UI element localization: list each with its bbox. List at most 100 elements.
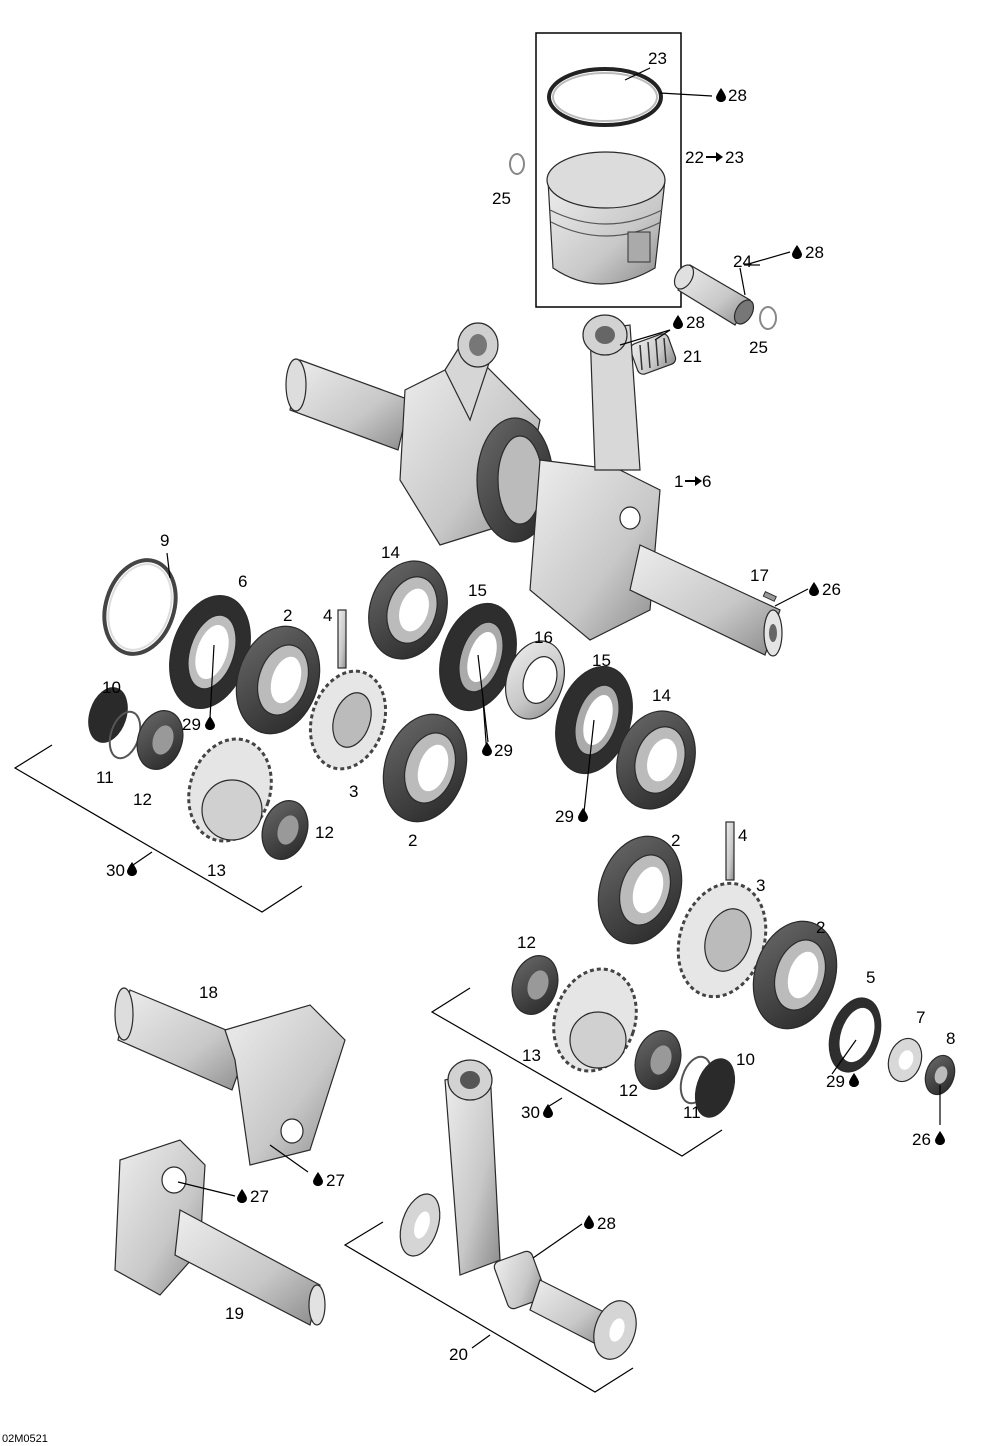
woodruff-key[interactable]: [762, 590, 777, 602]
callout-8: 8: [946, 1029, 955, 1048]
callout-10-b: 10: [736, 1050, 755, 1069]
callout-11-a: 11: [96, 768, 114, 787]
callout-6-range: 6: [702, 472, 711, 491]
callout-23: 23: [648, 49, 667, 68]
callout-15-b: 15: [592, 651, 611, 670]
retaining-ring-left[interactable]: [93, 551, 187, 663]
callout-20: 20: [449, 1345, 468, 1364]
oil-drop-icon: [935, 1131, 945, 1145]
piston-pin[interactable]: [671, 262, 758, 328]
needle-bearing-small-end[interactable]: [629, 332, 678, 376]
ball-bearing-2-right-b[interactable]: [740, 910, 850, 1039]
circlip-upper[interactable]: [509, 153, 525, 175]
callout-13-a: 13: [207, 861, 226, 880]
callout-2-a: 2: [283, 606, 292, 625]
oil-drop-icon: [313, 1172, 323, 1186]
gear-3-upper[interactable]: [298, 661, 397, 778]
dowel-pin-4-upper[interactable]: [337, 609, 347, 669]
crankshaft-assembly[interactable]: [285, 314, 783, 657]
callout-12-d: 12: [619, 1081, 638, 1100]
callout-16: 16: [534, 628, 553, 647]
callout-14-a: 14: [381, 543, 400, 562]
bearing-12-b[interactable]: [255, 795, 315, 866]
callout-18: 18: [199, 983, 218, 1002]
callout-10-a: 10: [102, 678, 121, 697]
callout-6: 6: [238, 572, 247, 591]
helical-gear-16[interactable]: [496, 633, 574, 726]
leader-lines: [132, 67, 941, 1349]
oil-drop-icon: [849, 1073, 859, 1087]
bearing-14-left[interactable]: [356, 551, 459, 670]
callout-2-b: 2: [408, 831, 417, 850]
callout-13-b: 13: [522, 1046, 541, 1065]
ball-bearing-2-upper[interactable]: [223, 615, 333, 744]
bracket-20: [343, 1221, 634, 1393]
bearing-12-a[interactable]: [130, 705, 190, 776]
callout-labels: 23 28 22 23 25 24 28 25 28 21 1 6 9 6 14…: [2, 49, 955, 1445]
gear-13-right[interactable]: [541, 958, 649, 1082]
callout-26-a: 26: [822, 580, 841, 599]
seal-5[interactable]: [820, 991, 889, 1078]
callout-29-c: 29: [555, 807, 574, 826]
callout-7: 7: [916, 1008, 925, 1027]
oil-drop-icon: [578, 808, 588, 822]
callout-12-c: 12: [517, 933, 536, 952]
piston-group-frame: [535, 32, 682, 308]
bearing-12-c[interactable]: [505, 950, 565, 1021]
seal-10-right[interactable]: [689, 1054, 742, 1122]
callout-23b: 23: [725, 148, 744, 167]
oil-drop-icon: [716, 88, 726, 102]
callout-27-b: 27: [250, 1187, 269, 1206]
oil-drop-icon: [584, 1215, 594, 1229]
callout-29-b: 29: [494, 741, 513, 760]
oil-drop-icon: [809, 582, 819, 596]
callout-11-b: 11: [683, 1103, 701, 1122]
bracket-30-right: [430, 987, 723, 1157]
callout-26-b: 26: [912, 1130, 931, 1149]
callout-14-b: 14: [652, 686, 671, 705]
oil-seal-left[interactable]: [156, 585, 264, 719]
oil-drop-icon: [205, 716, 215, 730]
piston[interactable]: [546, 151, 666, 285]
gear-13-left[interactable]: [176, 728, 284, 852]
callout-12-a: 12: [133, 790, 152, 809]
callout-12-b: 12: [315, 823, 334, 842]
callout-5: 5: [866, 968, 875, 987]
gear-3-lower[interactable]: [664, 872, 780, 1008]
callout-9: 9: [160, 531, 169, 550]
callout-19: 19: [225, 1304, 244, 1323]
crankshaft-half-18[interactable]: [114, 987, 346, 1166]
bearing-14-right[interactable]: [604, 701, 707, 820]
seal-10-left[interactable]: [82, 683, 134, 747]
circlip-lower[interactable]: [759, 306, 777, 330]
callout-21: 21: [683, 347, 702, 366]
oil-drop-icon: [237, 1189, 247, 1203]
bearing-12-d[interactable]: [628, 1025, 688, 1096]
callout-24: 24: [733, 252, 752, 271]
crankshaft-half-19[interactable]: [114, 1139, 326, 1326]
ball-bearing-2-right-a[interactable]: [585, 825, 695, 954]
callout-22: 22: [685, 148, 704, 167]
arrow-right-icon: [706, 152, 723, 162]
callout-28-pin: 28: [805, 243, 824, 262]
piston-ring[interactable]: [547, 67, 663, 127]
callout-2-c: 2: [671, 831, 680, 850]
callout-4-a: 4: [323, 606, 332, 625]
callout-29-a: 29: [182, 715, 201, 734]
conrod-kit-20[interactable]: [393, 1059, 643, 1365]
nut-8[interactable]: [921, 1052, 960, 1099]
callout-17: 17: [750, 566, 769, 585]
ball-bearing-2-lower[interactable]: [370, 703, 480, 832]
oil-drop-icon: [792, 245, 802, 259]
bracket-30-left: [13, 744, 303, 913]
callout-25-a: 25: [492, 189, 511, 208]
callout-3-a: 3: [349, 782, 358, 801]
callout-28-conrod: 28: [597, 1214, 616, 1233]
callout-15-a: 15: [468, 581, 487, 600]
oil-drop-icon: [127, 862, 137, 876]
callout-28-bearing: 28: [686, 313, 705, 332]
washer-7[interactable]: [883, 1034, 927, 1086]
arrow-right-icon: [685, 476, 702, 486]
dowel-pin-4-lower[interactable]: [725, 821, 735, 881]
